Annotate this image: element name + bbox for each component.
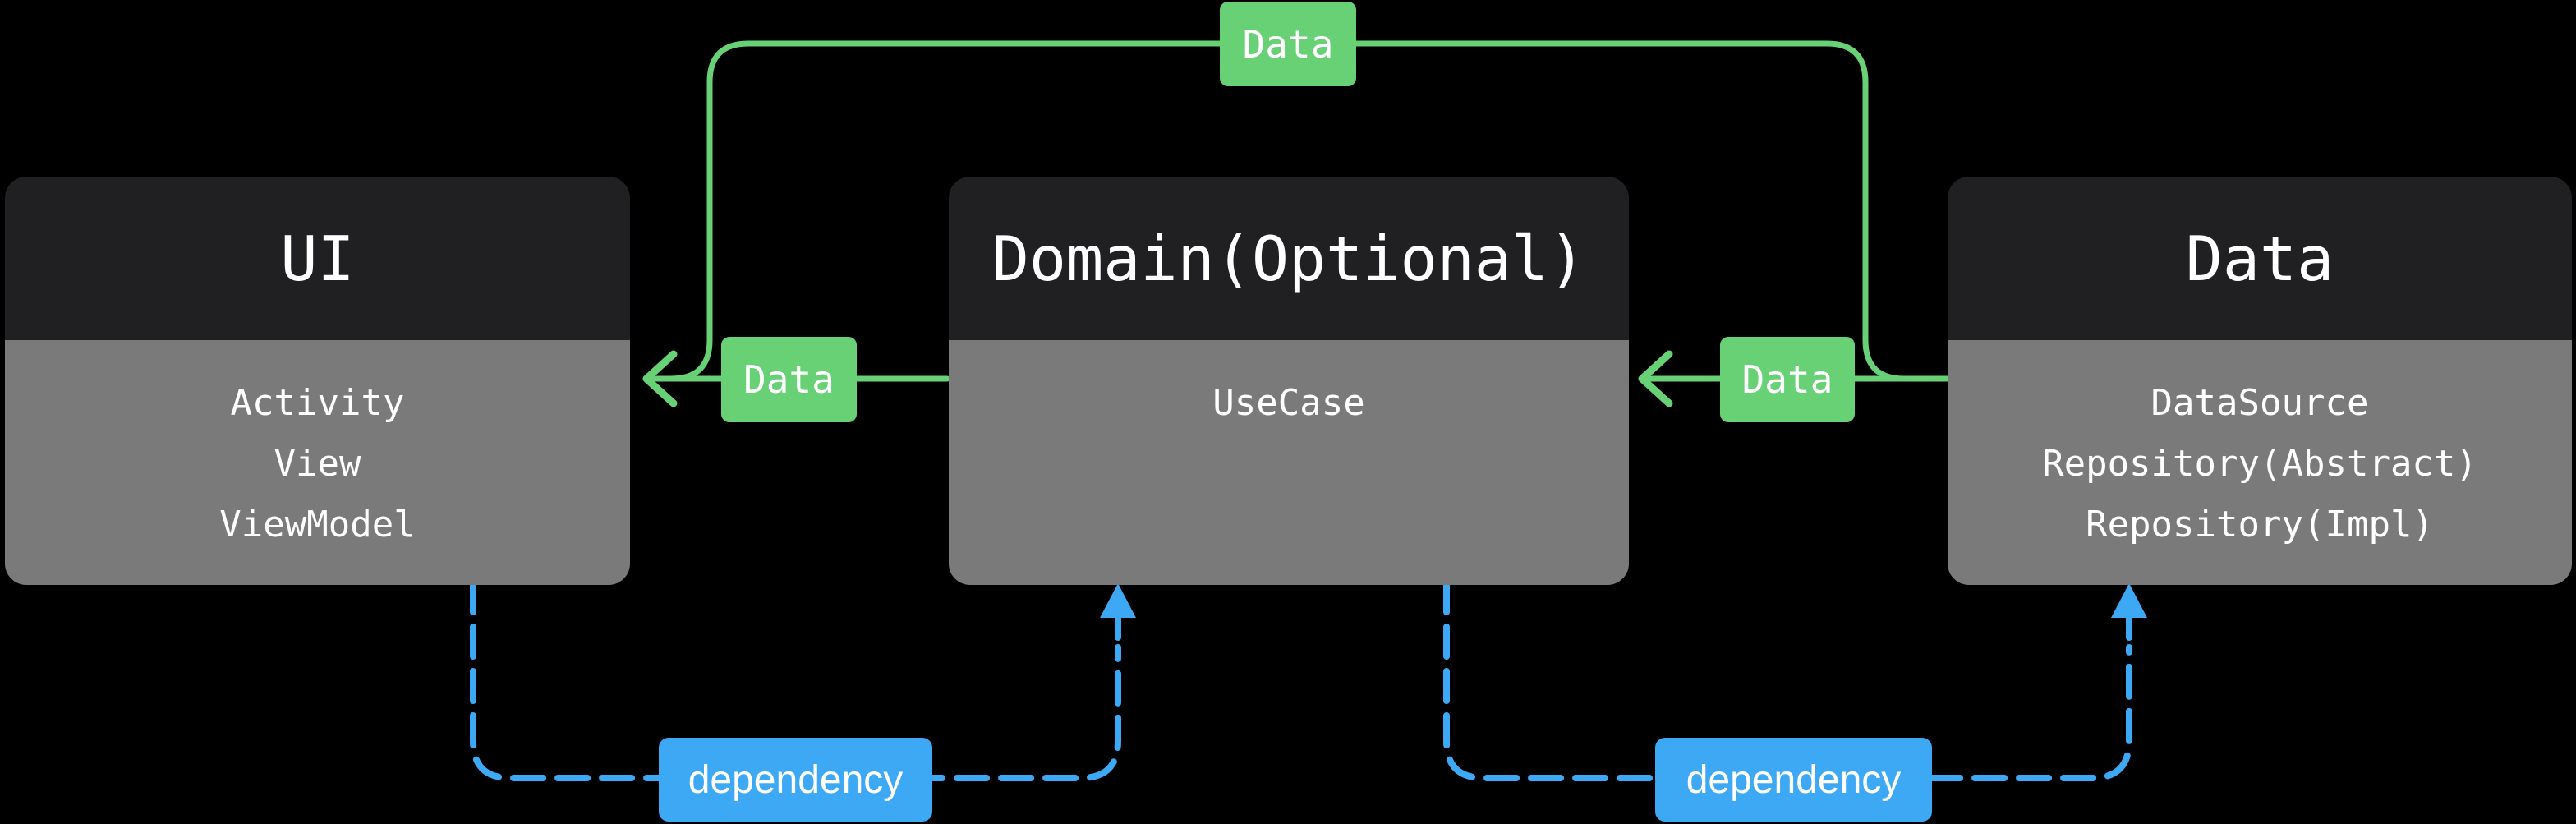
ui-layer-items: Activity View ViewModel [5, 340, 630, 585]
top-bypass-data-label: Data [1220, 2, 1356, 86]
domain-to-ui-arrowhead-icon [642, 350, 678, 407]
domain-to-data-dependency-label: dependency [1655, 738, 1932, 822]
data-to-domain-arrowhead-icon [1638, 350, 1673, 407]
ui-layer-title: UI [5, 177, 630, 340]
data-layer-items: DataSource Repository(Abstract) Reposito… [1948, 340, 2572, 585]
list-item: Activity [230, 382, 405, 424]
data-layer-title: Data [1948, 177, 2572, 340]
domain-layer-box: Domain(Optional) UseCase [949, 177, 1629, 585]
list-item: UseCase [1212, 382, 1365, 424]
domain-layer-title: Domain(Optional) [949, 177, 1629, 340]
list-item: DataSource [2150, 382, 2369, 424]
list-item: View [274, 443, 361, 485]
domain-to-data-dependency-line [1443, 579, 2132, 781]
domain-to-data-arrowhead-icon [2111, 583, 2147, 618]
ui-to-domain-arrowhead-icon [1100, 583, 1136, 618]
ui-to-domain-dependency-label: dependency [659, 738, 932, 822]
list-item: Repository(Impl) [2086, 504, 2434, 545]
data-layer-box: Data DataSource Repository(Abstract) Rep… [1948, 177, 2572, 585]
domain-to-ui-data-label: Data [721, 337, 857, 422]
domain-layer-items: UseCase [949, 340, 1629, 585]
list-item: ViewModel [219, 504, 416, 545]
data-to-domain-data-label: Data [1720, 337, 1855, 422]
list-item: Repository(Abstract) [2042, 443, 2477, 485]
data-to-ui-bypass-line [652, 40, 1907, 382]
ui-layer-box: UI Activity View ViewModel [5, 177, 630, 585]
